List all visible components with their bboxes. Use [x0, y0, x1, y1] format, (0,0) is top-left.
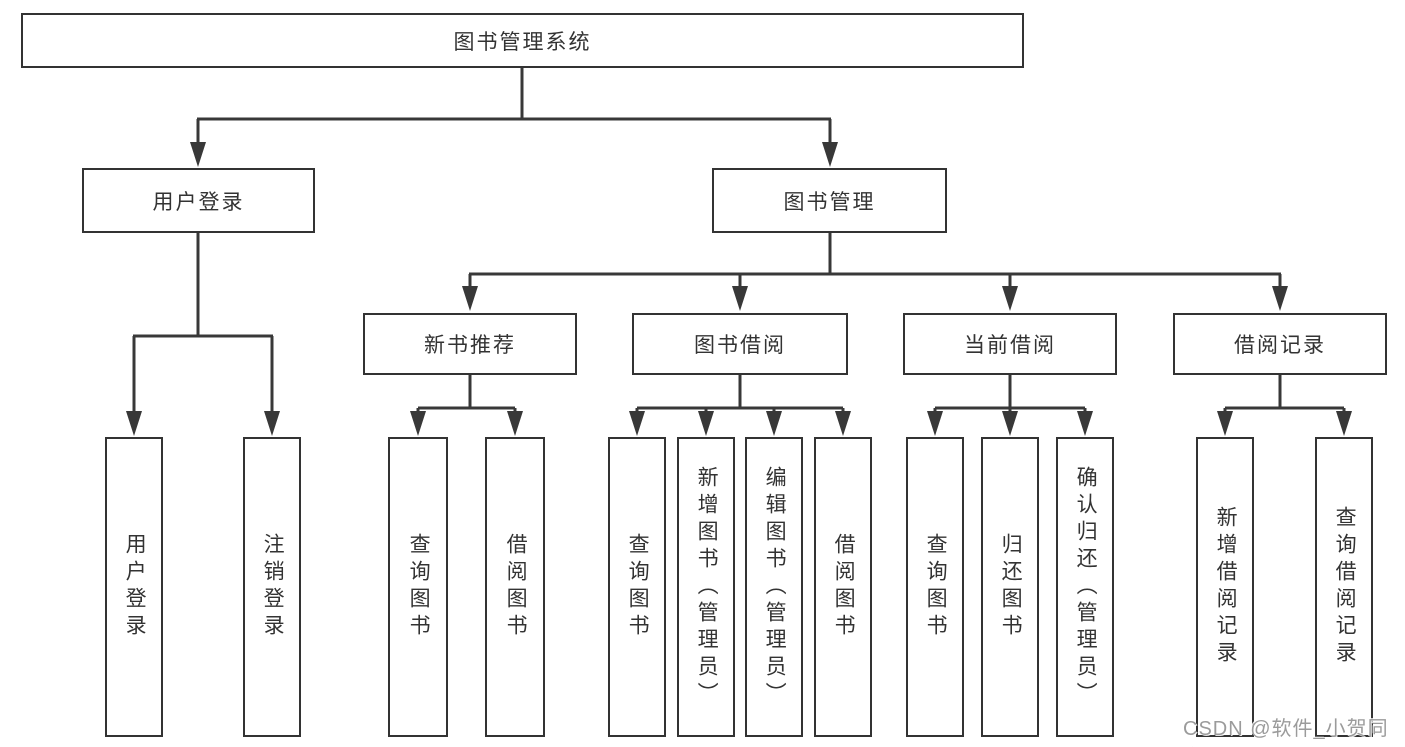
node-borrowing-records-label: 借阅记录	[1234, 334, 1326, 357]
leaf-edit-books-admin: 编辑图书（管理员）	[745, 437, 803, 737]
leaf-borrow-books-recommend-label: 借阅图书	[504, 533, 528, 641]
node-library-system: 图书管理系统	[21, 13, 1024, 68]
leaf-add-borrow-record-label: 新增借阅记录	[1214, 506, 1238, 668]
leaf-return-books-label: 归还图书	[999, 533, 1023, 641]
leaf-borrow-books: 借阅图书	[814, 437, 872, 737]
leaf-confirm-return-admin-label: 确认归还（管理员）	[1074, 465, 1098, 709]
csdn-watermark: CSDN @软件_小贺同学	[1183, 718, 1389, 740]
leaf-query-books-borrow: 查询图书	[608, 437, 666, 737]
node-user-login: 用户登录	[82, 168, 315, 233]
leaf-borrow-books-label: 借阅图书	[832, 533, 856, 641]
node-borrowing-records: 借阅记录	[1173, 313, 1387, 375]
node-new-book-recommend: 新书推荐	[363, 313, 577, 375]
leaf-confirm-return-admin: 确认归还（管理员）	[1056, 437, 1114, 737]
leaf-query-borrow-record-label: 查询借阅记录	[1333, 506, 1357, 668]
leaf-user-login-label: 用户登录	[123, 533, 147, 641]
node-new-book-recommend-label: 新书推荐	[424, 334, 516, 357]
leaf-return-books: 归还图书	[981, 437, 1039, 737]
node-current-borrowing-label: 当前借阅	[964, 334, 1056, 357]
node-book-management-label: 图书管理	[783, 190, 876, 214]
leaf-query-books-recommend: 查询图书	[388, 437, 448, 737]
leaf-logout-label: 注销登录	[261, 533, 285, 641]
leaf-add-books-admin: 新增图书（管理员）	[677, 437, 735, 737]
leaf-borrow-books-recommend: 借阅图书	[485, 437, 545, 737]
leaf-add-borrow-record: 新增借阅记录	[1196, 437, 1254, 737]
leaf-query-books-current-label: 查询图书	[924, 533, 948, 641]
node-library-system-label: 图书管理系统	[453, 30, 592, 54]
leaf-add-books-admin-label: 新增图书（管理员）	[695, 465, 719, 709]
leaf-query-books-borrow-label: 查询图书	[626, 533, 650, 641]
node-book-management: 图书管理	[712, 168, 947, 233]
connector-path	[132, 68, 1346, 412]
arrowheads	[126, 142, 1352, 436]
leaf-edit-books-admin-label: 编辑图书（管理员）	[763, 465, 787, 709]
leaf-query-borrow-record: 查询借阅记录	[1315, 437, 1373, 737]
node-book-borrowing-label: 图书借阅	[694, 334, 786, 357]
leaf-query-books-current: 查询图书	[906, 437, 964, 737]
leaf-query-books-recommend-label: 查询图书	[407, 533, 431, 641]
node-current-borrowing: 当前借阅	[903, 313, 1117, 375]
leaf-logout: 注销登录	[243, 437, 301, 737]
leaf-user-login: 用户登录	[105, 437, 163, 737]
node-book-borrowing: 图书借阅	[632, 313, 848, 375]
node-user-login-label: 用户登录	[152, 190, 245, 214]
